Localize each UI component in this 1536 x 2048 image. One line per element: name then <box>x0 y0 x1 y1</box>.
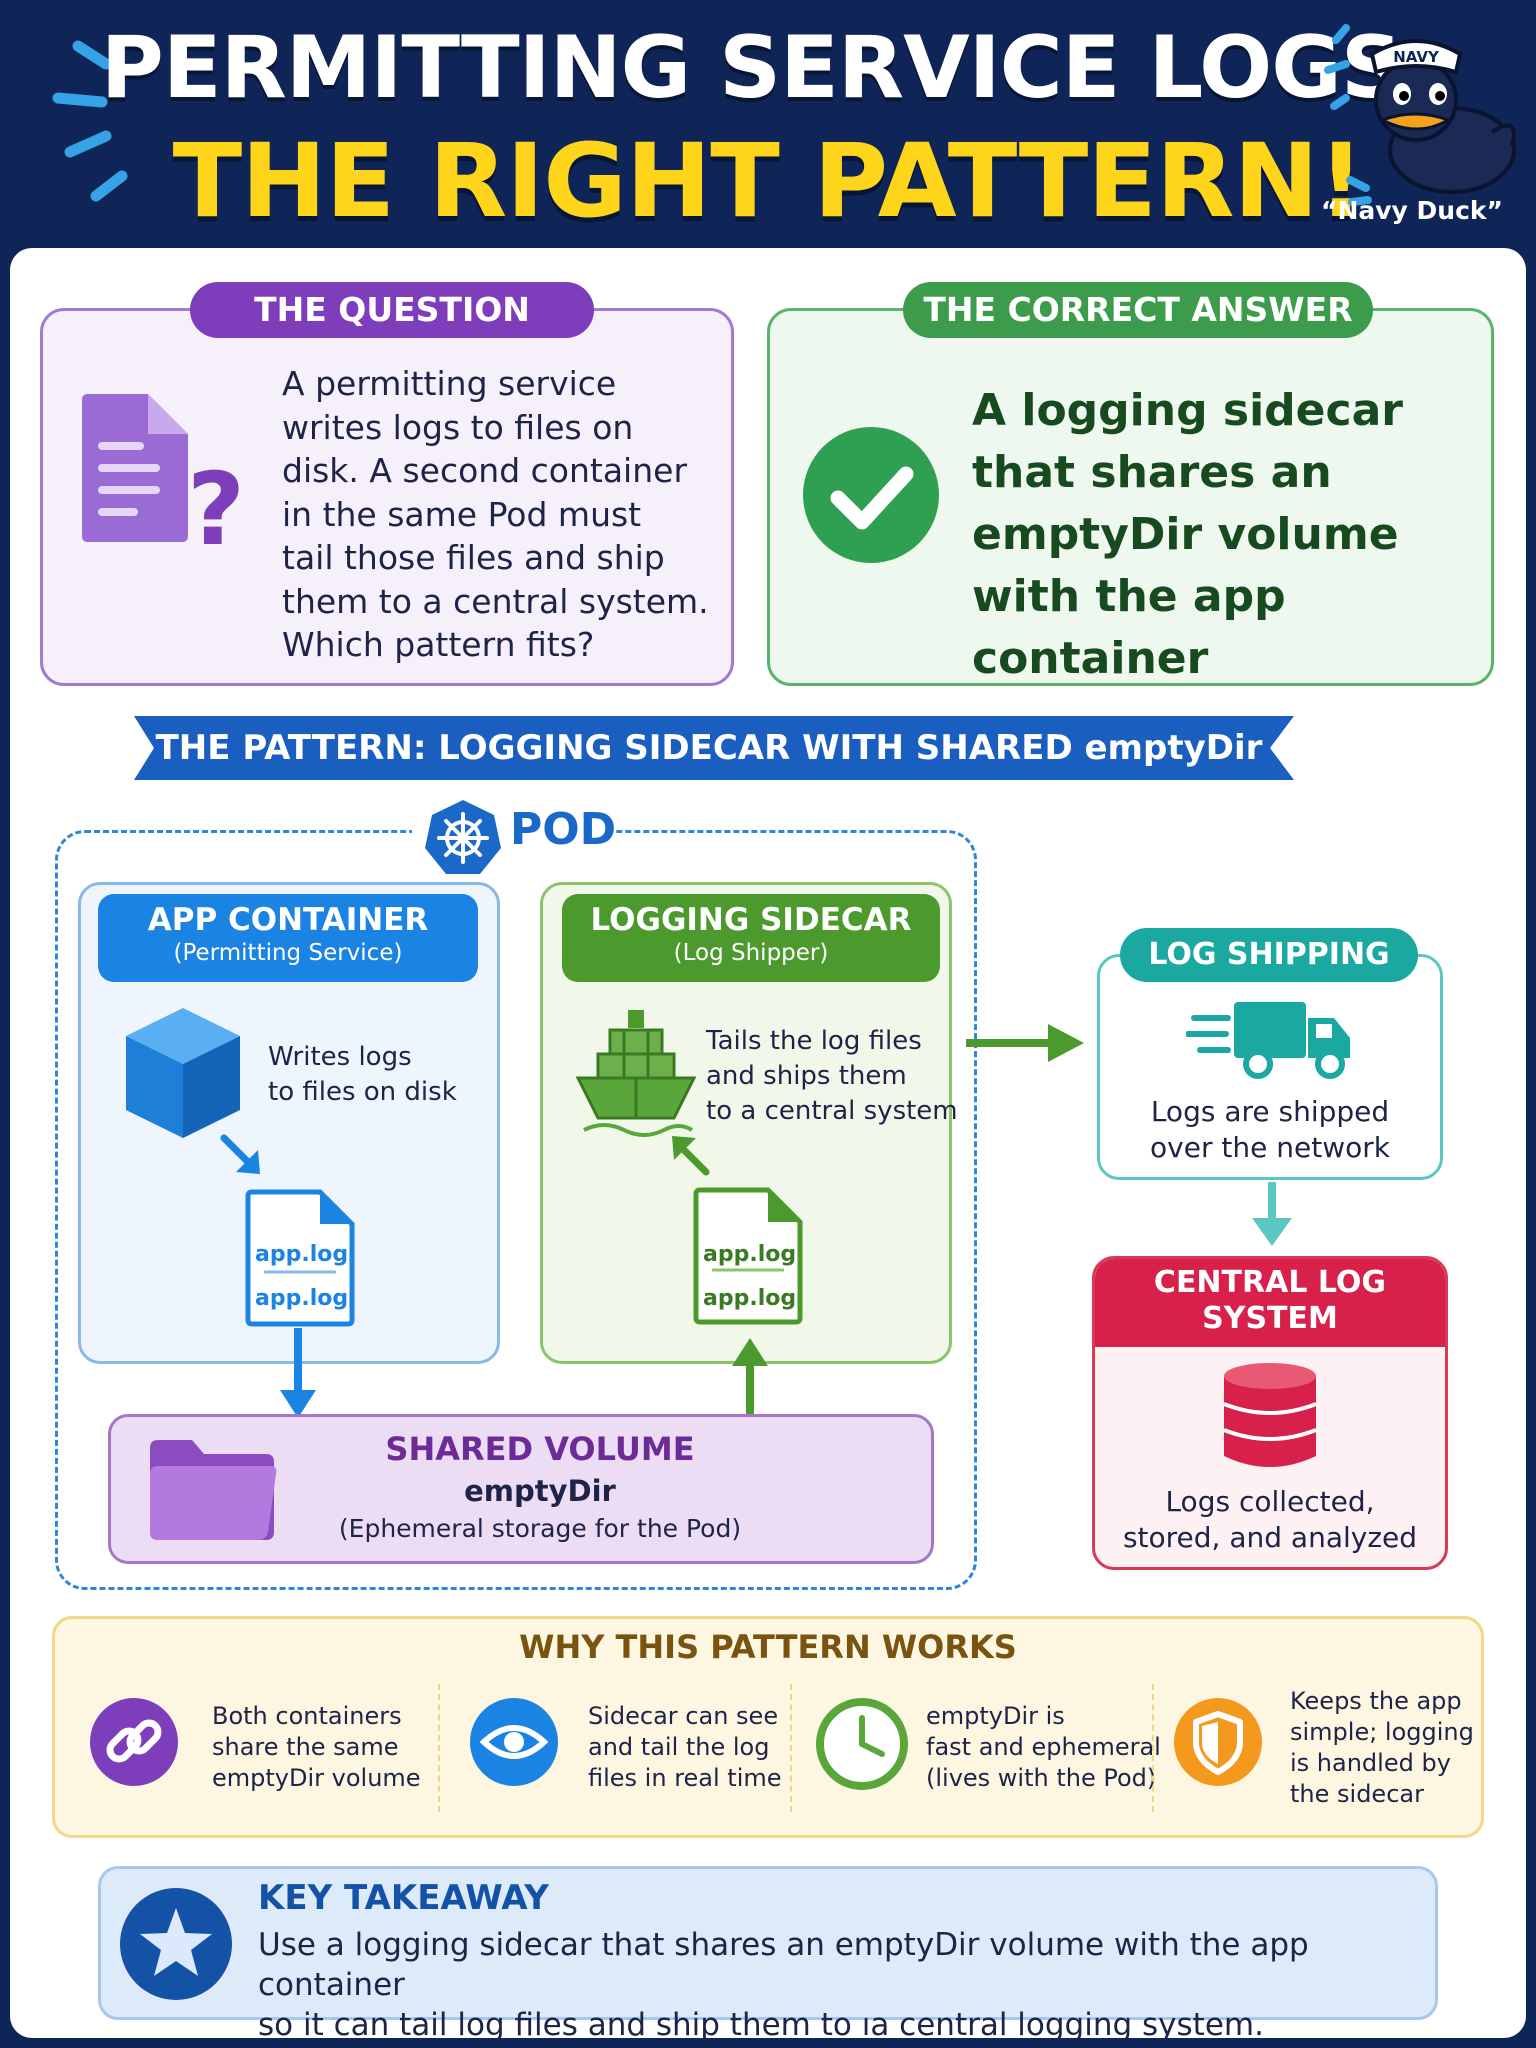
answer-label: THE CORRECT ANSWER <box>903 282 1373 338</box>
shield-icon <box>1174 1698 1262 1786</box>
cargo-ship-icon <box>575 1010 697 1137</box>
sparkle-lines-right-low <box>1346 176 1372 206</box>
logging-sidecar-subtitle: (Log Shipper) <box>673 940 829 966</box>
answer-text: A logging sidecar that shares an emptyDi… <box>972 385 1403 684</box>
app-log-file-icon <box>245 1189 355 1327</box>
key-takeaway-text: Use a logging sidecar that shares an emp… <box>258 1927 1309 2043</box>
duck-cap-text: NAVY <box>1393 48 1440 66</box>
link-icon <box>90 1698 178 1786</box>
key-takeaway-panel <box>98 1866 1438 2020</box>
shared-volume-name: emptyDir <box>464 1474 616 1508</box>
truck-icon <box>1186 1002 1350 1079</box>
app-log-file-label-2: app.log <box>255 1286 349 1311</box>
key-takeaway-title: KEY TAKEAWAY <box>258 1878 549 1918</box>
sidecar-log-file-label-2: app.log <box>703 1286 797 1311</box>
app-log-file-label-1: app.log <box>255 1242 349 1267</box>
pattern-banner-shape <box>134 716 1294 780</box>
sparkle-lines-right <box>1324 24 1350 110</box>
central-log-system-text: Logs collected, stored, and analyzed <box>1122 1485 1418 1554</box>
why-title: WHY THIS PATTERN WORKS <box>519 1628 1017 1666</box>
title-line-2: THE RIGHT PATTERN! <box>172 122 1365 241</box>
arrow-file-to-volume <box>280 1328 316 1418</box>
document-question-icon: ? <box>82 394 245 568</box>
shared-volume-note: (Ephemeral storage for the Pod) <box>338 1514 742 1543</box>
question-text: A permitting service writes logs to file… <box>282 364 709 664</box>
log-shipping-title: LOG SHIPPING <box>1148 937 1390 972</box>
why-divider-2 <box>790 1684 792 1812</box>
svg-text:?: ? <box>187 451 245 568</box>
central-log-system-title-2: SYSTEM <box>1202 1301 1338 1336</box>
sidecar-log-file-icon <box>693 1187 803 1325</box>
why-divider-3 <box>1152 1684 1154 1812</box>
logging-sidecar-header: LOGGING SIDECAR (Log Shipper) <box>562 894 940 982</box>
app-container-description: Writes logs to files on disk <box>268 1042 457 1107</box>
arrow-cube-to-file <box>220 1134 260 1174</box>
app-container-title: APP CONTAINER <box>147 902 429 938</box>
shared-volume-title: SHARED VOLUME <box>385 1430 695 1468</box>
cube-icon <box>126 1008 240 1138</box>
kubernetes-helm-icon <box>425 800 501 874</box>
app-container-header: APP CONTAINER (Permitting Service) <box>98 894 478 982</box>
arrow-sidecar-to-shipping <box>966 1024 1084 1062</box>
why-divider-1 <box>438 1684 440 1812</box>
sidecar-log-file-label-1: app.log <box>703 1242 797 1267</box>
arrow-shipping-to-central <box>1252 1182 1292 1246</box>
navy-duck-mascot-icon: NAVY <box>1369 39 1516 194</box>
why-item-2-text: Sidecar can see and tail the log files i… <box>588 1702 782 1792</box>
logging-sidecar-title: LOGGING SIDECAR <box>590 902 912 938</box>
title-line-1: PERMITTING SERVICE LOGS: <box>100 18 1436 118</box>
question-label: THE QUESTION <box>190 282 594 338</box>
database-icon <box>1223 1363 1317 1467</box>
star-icon <box>120 1888 232 2000</box>
log-shipping-box <box>1097 954 1443 1180</box>
clock-icon <box>816 1698 908 1790</box>
app-container-subtitle: (Permitting Service) <box>173 940 403 966</box>
eye-icon <box>470 1698 558 1786</box>
arrow-file-to-ship <box>672 1136 710 1176</box>
arrow-volume-to-sidecar <box>732 1338 768 1416</box>
duck-caption: “Navy Duck” <box>1321 196 1503 225</box>
log-shipping-header: LOG SHIPPING <box>1120 928 1418 982</box>
log-shipping-text: Logs are shipped over the network <box>1150 1095 1390 1164</box>
pod-label: POD <box>510 804 617 855</box>
logging-sidecar-description: Tails the log files and ships them to a … <box>706 1026 958 1126</box>
central-log-system-header: CENTRAL LOG SYSTEM <box>1095 1259 1445 1347</box>
why-item-4-text: Keeps the app simple; logging is handled… <box>1290 1687 1474 1808</box>
pattern-banner: THE PATTERN: LOGGING SIDECAR WITH SHARED… <box>155 728 1263 768</box>
why-item-1-text: Both containers share the same emptyDir … <box>212 1702 421 1792</box>
central-log-system-title-1: CENTRAL LOG <box>1153 1265 1387 1300</box>
why-item-3-text: emptyDir is fast and ephemeral (lives wi… <box>926 1702 1161 1792</box>
sparkle-lines-left <box>52 40 128 202</box>
folder-icon <box>150 1440 277 1540</box>
check-circle-icon <box>803 427 939 563</box>
